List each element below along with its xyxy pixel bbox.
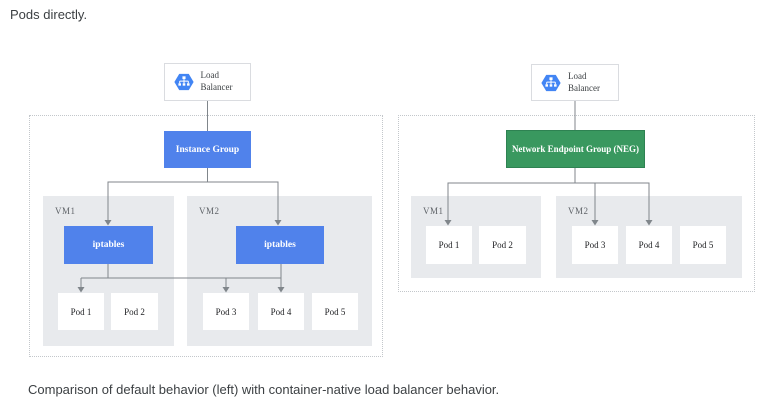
load-balancer-node-right: Load Balancer — [531, 64, 619, 101]
right-pod-4: Pod 4 — [626, 226, 672, 264]
right-pod-1: Pod 1 — [426, 226, 472, 264]
load-balancer-icon — [173, 73, 194, 91]
left-pod-2: Pod 2 — [111, 293, 158, 330]
load-balancer-node-left: Load Balancer — [164, 63, 251, 101]
network-endpoint-group-node: Network Endpoint Group (NEG) — [506, 130, 645, 168]
load-balancer-label-right: Load Balancer — [568, 70, 600, 93]
instance-group-node: Instance Group — [164, 131, 251, 168]
right-pod-3: Pod 3 — [572, 226, 618, 264]
right-pod-5: Pod 5 — [680, 226, 726, 264]
left-pod-5: Pod 5 — [312, 293, 358, 330]
right-vm2-label: VM2 — [568, 206, 589, 216]
left-vm1-label: VM1 — [55, 206, 76, 216]
left-pod-3: Pod 3 — [203, 293, 249, 330]
intro-text: Pods directly. — [10, 7, 88, 22]
load-balancer-label-left: Load Balancer — [200, 70, 233, 92]
right-pod-2: Pod 2 — [479, 226, 526, 264]
load-balancer-icon — [541, 74, 561, 91]
right-vm1-label: VM1 — [423, 206, 444, 216]
left-pod-4: Pod 4 — [258, 293, 304, 330]
iptables-node-vm1: iptables — [64, 226, 153, 264]
left-pod-1: Pod 1 — [58, 293, 104, 330]
left-vm2-label: VM2 — [199, 206, 220, 216]
caption: Comparison of default behavior (left) wi… — [28, 382, 500, 397]
iptables-node-vm2: iptables — [236, 226, 324, 264]
